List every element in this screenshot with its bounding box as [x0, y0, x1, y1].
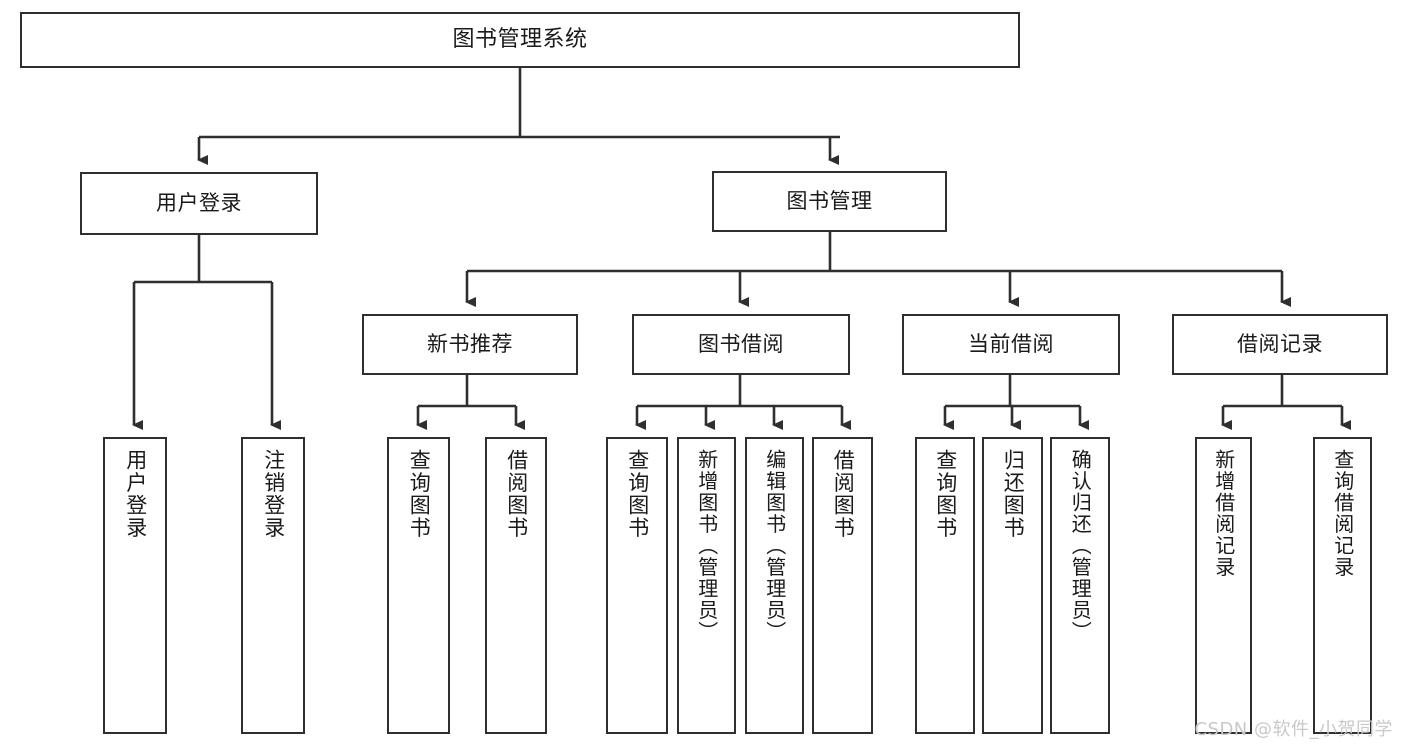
node-leaf-cur-return-book[interactable]: 归还图书	[982, 437, 1043, 734]
node-leaf-user-logout[interactable]: 注销登录	[241, 437, 305, 734]
node-leaf-borrow-lend-book-label: 借阅图书	[831, 449, 856, 539]
node-new-book-rec[interactable]: 新书推荐	[362, 314, 578, 375]
node-book-manage[interactable]: 图书管理	[712, 171, 947, 232]
node-borrow-record[interactable]: 借阅记录	[1172, 314, 1388, 375]
node-user-login-label: 用户登录	[156, 191, 242, 216]
node-leaf-user-login[interactable]: 用户登录	[103, 437, 167, 734]
node-leaf-borrow-query-book[interactable]: 查询图书	[606, 437, 668, 734]
node-leaf-rec-borrow-book[interactable]: 借阅图书	[485, 437, 547, 734]
node-leaf-borrow-add-book[interactable]: 新增图书（管理员）	[677, 437, 736, 734]
node-leaf-cur-confirm-return-label: 确认归还（管理员）	[1068, 449, 1093, 643]
node-leaf-user-login-label: 用户登录	[123, 449, 148, 539]
node-leaf-rec-add-record[interactable]: 新增借阅记录	[1195, 437, 1252, 734]
node-leaf-borrow-edit-book-label: 编辑图书（管理员）	[762, 449, 787, 643]
node-current-borrow-label: 当前借阅	[968, 332, 1054, 357]
node-leaf-borrow-edit-book[interactable]: 编辑图书（管理员）	[745, 437, 804, 734]
node-book-borrow[interactable]: 图书借阅	[632, 314, 850, 375]
node-leaf-rec-add-record-label: 新增借阅记录	[1211, 449, 1236, 578]
node-leaf-rec-borrow-book-label: 借阅图书	[504, 449, 529, 539]
node-leaf-rec-query-record[interactable]: 查询借阅记录	[1313, 437, 1372, 734]
node-new-book-rec-label: 新书推荐	[427, 332, 513, 357]
node-leaf-borrow-query-book-label: 查询图书	[625, 449, 650, 539]
node-leaf-cur-confirm-return[interactable]: 确认归还（管理员）	[1050, 437, 1110, 734]
node-borrow-record-label: 借阅记录	[1237, 332, 1323, 357]
node-user-login[interactable]: 用户登录	[80, 172, 318, 235]
node-leaf-borrow-add-book-label: 新增图书（管理员）	[694, 449, 719, 643]
watermark-text: CSDN @软件_小贺同学	[1194, 719, 1393, 740]
node-root-label: 图书管理系统	[452, 27, 588, 53]
node-root[interactable]: 图书管理系统	[20, 12, 1020, 68]
node-leaf-cur-query-book-label: 查询图书	[933, 449, 958, 539]
node-leaf-rec-query-book[interactable]: 查询图书	[387, 437, 450, 734]
node-current-borrow[interactable]: 当前借阅	[902, 314, 1120, 375]
node-leaf-borrow-lend-book[interactable]: 借阅图书	[812, 437, 873, 734]
node-leaf-user-logout-label: 注销登录	[261, 449, 286, 539]
node-leaf-rec-query-record-label: 查询借阅记录	[1330, 449, 1355, 578]
node-book-manage-label: 图书管理	[786, 189, 873, 214]
node-book-borrow-label: 图书借阅	[698, 332, 784, 357]
node-leaf-cur-query-book[interactable]: 查询图书	[915, 437, 975, 734]
node-leaf-cur-return-book-label: 归还图书	[1001, 449, 1026, 539]
node-leaf-rec-query-book-label: 查询图书	[407, 449, 432, 539]
